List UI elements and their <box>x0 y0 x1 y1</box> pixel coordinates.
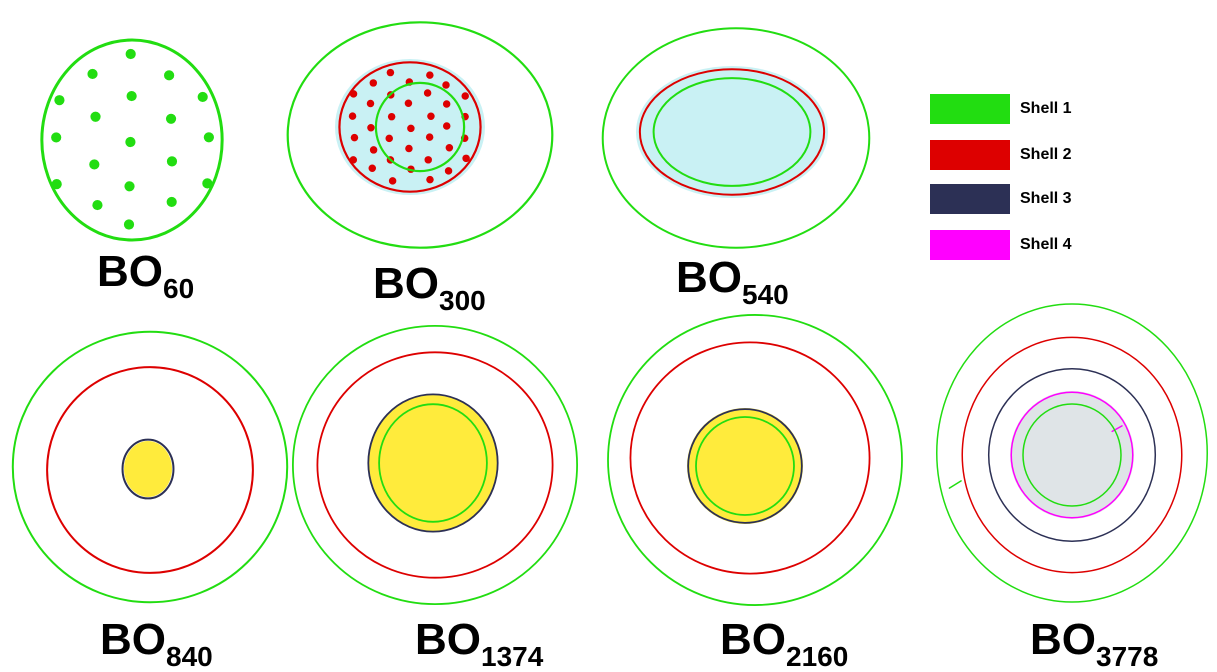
bo3778-front-shell1 <box>1022 403 1122 507</box>
bo1374-cage-graphic <box>291 324 579 606</box>
bo60-label: BO60 <box>97 247 195 304</box>
bo840-core <box>124 441 172 497</box>
bo3778-core <box>1010 391 1134 519</box>
legend-item-shell2: Shell 2 <box>930 140 1100 170</box>
bo2160-label: BO2160 <box>720 615 849 672</box>
bo3778-shell3 <box>987 368 1157 542</box>
bo840-shell3 <box>121 438 175 500</box>
panel-bo3778 <box>930 295 1215 610</box>
bo2160-cage-graphic <box>607 314 903 606</box>
bo2160-core <box>687 408 803 524</box>
bo540-shell2 <box>638 68 826 196</box>
bo3778-shell1 <box>936 303 1208 603</box>
bo1374-core <box>368 395 498 531</box>
bo840-cage-graphic <box>11 330 289 604</box>
bo300-shell1 <box>286 21 554 249</box>
bo60-shell1 <box>40 38 224 242</box>
bo2160-shell3 <box>687 408 803 524</box>
bo540-front-shell1 <box>652 77 812 187</box>
bo540-cage-graphic <box>601 27 871 249</box>
bo3778-shell4 <box>1010 391 1134 519</box>
panel-bo60 <box>30 28 235 248</box>
bo300-label: BO300 <box>373 259 486 316</box>
bo300-front-shell1 <box>374 81 466 173</box>
shell2-label: Shell 2 <box>1020 146 1072 163</box>
bo60-cage-graphic <box>40 38 224 242</box>
shell1-label: Shell 1 <box>1020 100 1072 117</box>
bo540-core <box>636 66 828 198</box>
bo840-shell2 <box>46 366 254 574</box>
bo540-shell1 <box>601 27 871 249</box>
bo2160-shell2 <box>629 341 871 575</box>
legend-item-shell4: Shell 4 <box>930 230 1100 260</box>
legend-item-shell3: Shell 3 <box>930 184 1100 214</box>
panel-bo1374 <box>285 315 585 615</box>
bo1374-front-shell1 <box>378 403 488 523</box>
shell2-swatch <box>930 140 1010 170</box>
bo1374-shell2 <box>316 351 554 579</box>
bo840-label: BO840 <box>100 615 213 672</box>
legend-item-shell1: Shell 1 <box>930 94 1100 124</box>
bo3778-cage-graphic <box>936 303 1208 603</box>
bo2160-front-shell1 <box>695 416 795 516</box>
panel-bo540 <box>596 20 876 255</box>
bo3778-shell2 <box>961 336 1183 574</box>
panel-bo300 <box>280 15 560 255</box>
shell3-label: Shell 3 <box>1020 190 1072 207</box>
panel-bo840 <box>5 325 295 610</box>
bo2160-shell1 <box>607 314 903 606</box>
panel-bo2160 <box>600 308 910 613</box>
bo1374-shell1 <box>291 324 579 606</box>
bo300-cage-graphic <box>286 21 554 249</box>
shell3-swatch <box>930 184 1010 214</box>
bo1374-shell3 <box>367 393 499 533</box>
shell4-swatch <box>930 230 1010 260</box>
bo840-shell1 <box>11 330 289 604</box>
shell4-label: Shell 4 <box>1020 236 1072 253</box>
bo3778-label: BO3778 <box>1030 615 1159 672</box>
shell1-swatch <box>930 94 1010 124</box>
bo1374-label: BO1374 <box>415 615 544 672</box>
bo540-label: BO540 <box>676 253 789 310</box>
